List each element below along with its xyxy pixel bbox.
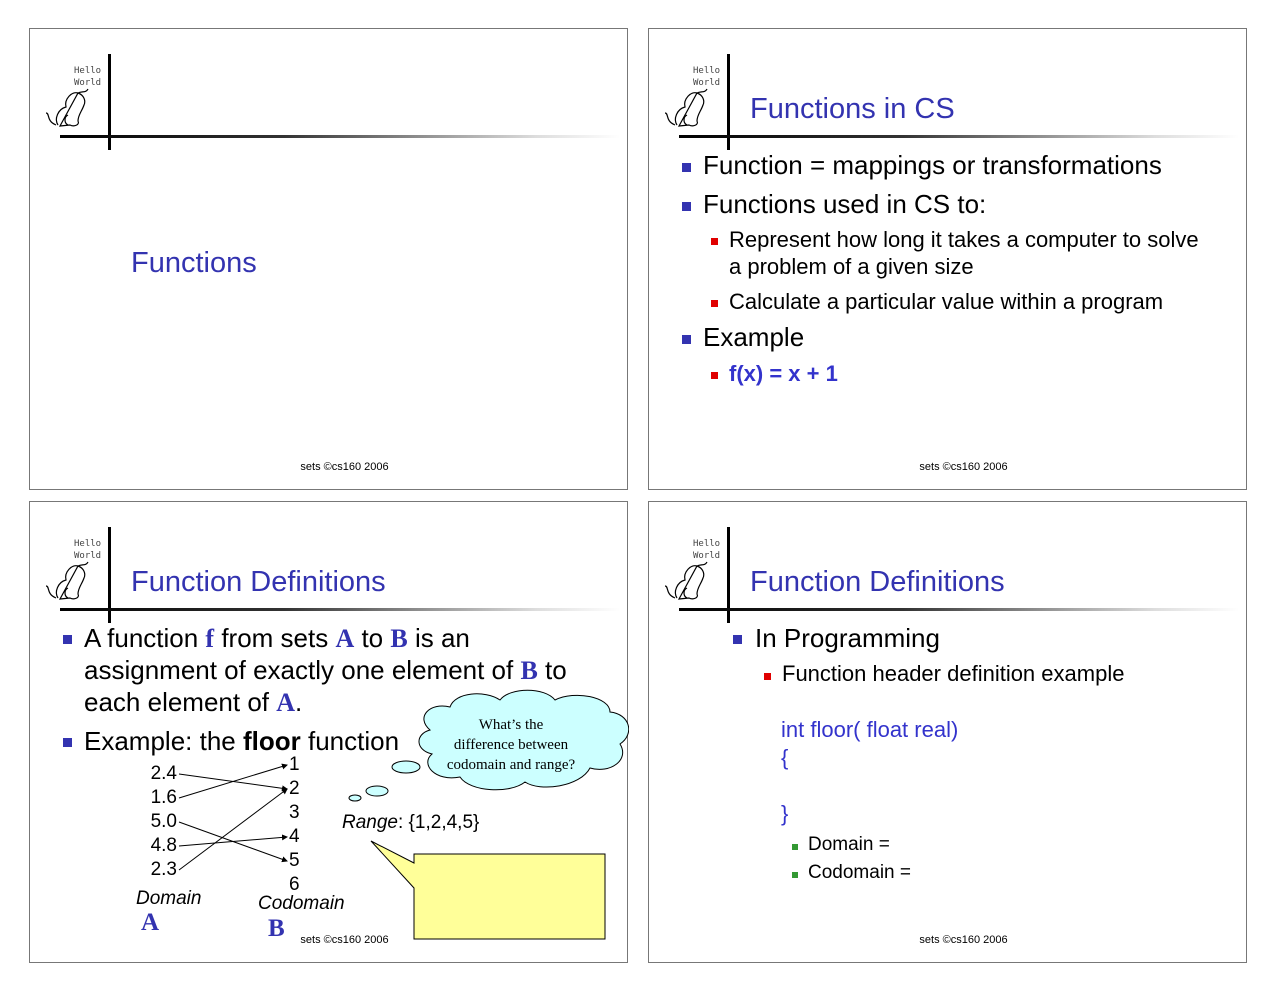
item-bullet-icon	[792, 872, 798, 878]
sub-bullet-text: a problem of a given size	[729, 254, 974, 279]
slide-footer: sets ©cs160 2006	[919, 934, 1008, 946]
logo-vertical-rule	[727, 527, 730, 623]
bullet-icon	[682, 335, 691, 344]
code-line: int floor( float real)	[781, 717, 959, 742]
bullet-text: Functions used in CS to:	[703, 189, 987, 219]
mapping-arrow	[178, 763, 288, 799]
bullet-icon	[682, 202, 691, 211]
sub-bullet-icon	[711, 300, 718, 307]
slide-title: Function Definitions	[750, 566, 1005, 598]
logo-vertical-rule	[108, 54, 111, 150]
domain-value: 2.4	[150, 763, 177, 784]
domain-set-label: A	[141, 909, 160, 936]
example-line: Example: the floor function	[84, 726, 400, 756]
slide-title: Functions in CS	[750, 93, 955, 125]
slide-footer: sets ©cs160 2006	[300, 461, 389, 473]
mouse-logo-icon	[664, 88, 708, 127]
title-rule	[679, 608, 1239, 611]
codomain-label: Codomain	[258, 893, 345, 914]
example-formula: f(x) = x + 1	[729, 361, 838, 386]
codomain-set-label: B	[268, 915, 285, 942]
mapping-diagram	[178, 689, 629, 940]
title-rule	[679, 135, 1239, 138]
mouse-logo-icon	[45, 561, 89, 600]
logo-vertical-rule	[108, 527, 111, 623]
codomain-value: 6	[289, 874, 300, 895]
domain-value: 2.3	[150, 859, 177, 880]
note-callout	[370, 840, 606, 940]
definition-line: assignment of exactly one element of B t…	[84, 655, 567, 685]
codomain-value: 3	[289, 802, 300, 823]
domain-label: Domain	[136, 888, 202, 909]
sub-bullet-icon	[711, 238, 718, 245]
title-rule	[60, 135, 620, 138]
code-line: {	[781, 745, 789, 770]
domain-item: Domain =	[808, 834, 890, 855]
definition-line: each element of A.	[84, 687, 303, 717]
codomain-value: 1	[289, 754, 300, 775]
mapping-arrow	[178, 834, 288, 847]
bullet-icon	[682, 163, 691, 172]
mouse-logo-icon	[45, 88, 89, 127]
title-rule	[60, 608, 620, 611]
slide-title: Function Definitions	[131, 566, 386, 598]
sub-bullet-icon	[711, 372, 718, 379]
range-text: Range: {1,2,4,5}	[342, 812, 480, 833]
logo-vertical-rule	[727, 54, 730, 150]
bullet-icon	[63, 635, 72, 644]
mouse-logo-icon	[664, 561, 708, 600]
slide-footer: sets ©cs160 2006	[919, 461, 1008, 473]
bullet-icon	[733, 635, 742, 644]
bullet-text: In Programming	[755, 623, 940, 653]
sub-bullet-text: Represent how long it takes a computer t…	[729, 227, 1199, 252]
sub-bullet-text: Function header definition example	[782, 661, 1125, 686]
bullet-text: Function = mappings or transformations	[703, 150, 1162, 180]
domain-value: 4.8	[150, 835, 177, 856]
sub-bullet-text: Calculate a particular value within a pr…	[729, 289, 1164, 314]
mapping-arrow	[178, 788, 288, 871]
thought-cloud	[348, 689, 629, 802]
slide-footer: sets ©cs160 2006	[300, 934, 389, 946]
domain-value: 1.6	[150, 787, 177, 808]
domain-value: 5.0	[150, 811, 177, 832]
codomain-value: 5	[289, 850, 300, 871]
code-line: }	[781, 801, 789, 826]
slide-title: Functions	[131, 247, 257, 279]
codomain-value: 2	[289, 778, 300, 799]
sub-bullet-icon	[764, 673, 771, 680]
codomain-item: Codomain =	[808, 862, 911, 883]
bullet-text: Example	[703, 322, 805, 352]
bullet-icon	[63, 738, 72, 747]
definition-line: A function f from sets A to B is an	[84, 623, 470, 653]
codomain-value: 4	[289, 826, 300, 847]
item-bullet-icon	[792, 844, 798, 850]
